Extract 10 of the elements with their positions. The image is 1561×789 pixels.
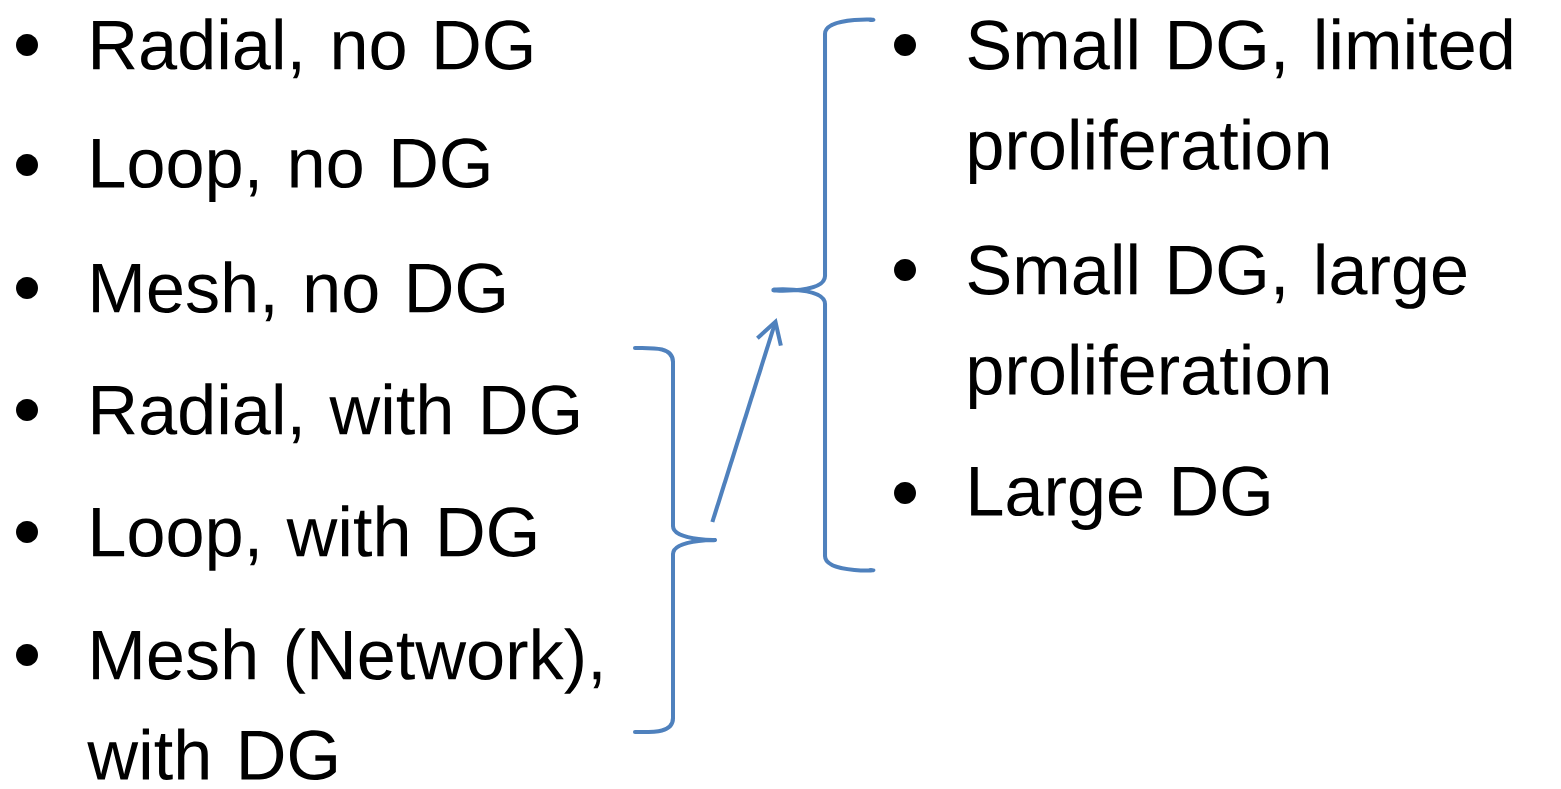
list-item: Loop, with DG xyxy=(16,505,536,571)
list-item: Radial, with DG xyxy=(16,383,578,444)
list-item: Small DG, large proliferation xyxy=(894,243,1466,409)
list-item: Radial, no DG xyxy=(16,18,532,79)
list-item: Large DG xyxy=(894,466,1269,530)
list-item: Small DG, limited proliferation xyxy=(894,18,1512,184)
list-item: Mesh, no DG xyxy=(16,261,504,322)
arrow xyxy=(710,318,783,523)
list-item: Loop, no DG xyxy=(16,138,489,202)
list-item: Mesh (Network), with DG xyxy=(16,628,601,781)
